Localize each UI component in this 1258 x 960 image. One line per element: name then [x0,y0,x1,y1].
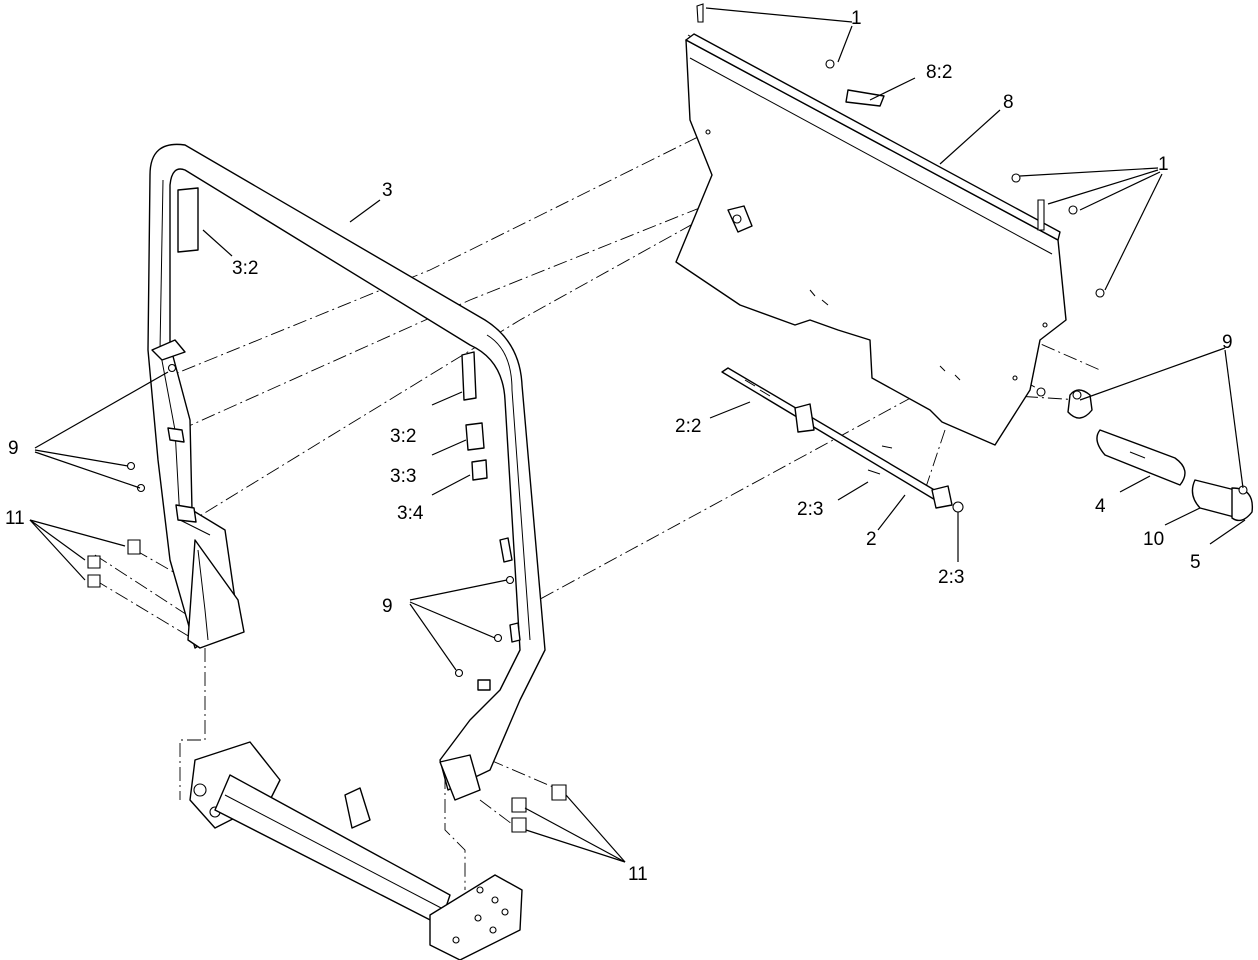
rollbar-part-3 [147,143,546,801]
callout-3-4: 3:4 [397,503,424,524]
callout-11-left: 11 [5,508,25,529]
callout-2-2: 2:2 [675,416,701,437]
callout-2-3-bottom: 2:3 [938,567,964,588]
leader-lines [29,7,1246,863]
callout-1-right: 1 [1158,154,1169,175]
callout-10: 10 [1143,529,1164,550]
callout-9-left: 9 [8,438,19,459]
callout-11-right: 11 [628,864,648,885]
callout-8: 8 [1003,92,1014,113]
bolts-part-11-right [511,784,567,833]
callouts: 1 8:2 8 1 3 3:2 9 11 3:2 3:3 3:4 9 2:2 2… [5,8,1233,885]
callout-2: 2 [866,529,877,550]
washers-part-9-left [126,363,515,678]
callout-9-middle: 9 [382,596,393,617]
callout-8-2: 8:2 [926,62,952,83]
fasteners-part-1 [696,3,1105,397]
callout-3: 3 [382,180,393,201]
callout-4: 4 [1095,496,1106,517]
callout-3-2-left: 3:2 [232,258,258,279]
callout-3-3: 3:3 [390,466,416,487]
callout-9-right: 9 [1222,332,1233,353]
callout-2-3-left: 2:3 [797,499,823,520]
decal-3-2a [177,187,199,253]
callout-3-2-right: 3:2 [390,426,416,447]
bolts-part-11-left [87,539,141,588]
callout-1-top: 1 [851,8,862,29]
callout-5: 5 [1190,552,1201,573]
rod-part-2 [721,367,964,513]
cylinder-assembly [1067,389,1254,522]
base-axle-assembly [189,741,523,960]
panel-part-8 [675,33,1067,446]
